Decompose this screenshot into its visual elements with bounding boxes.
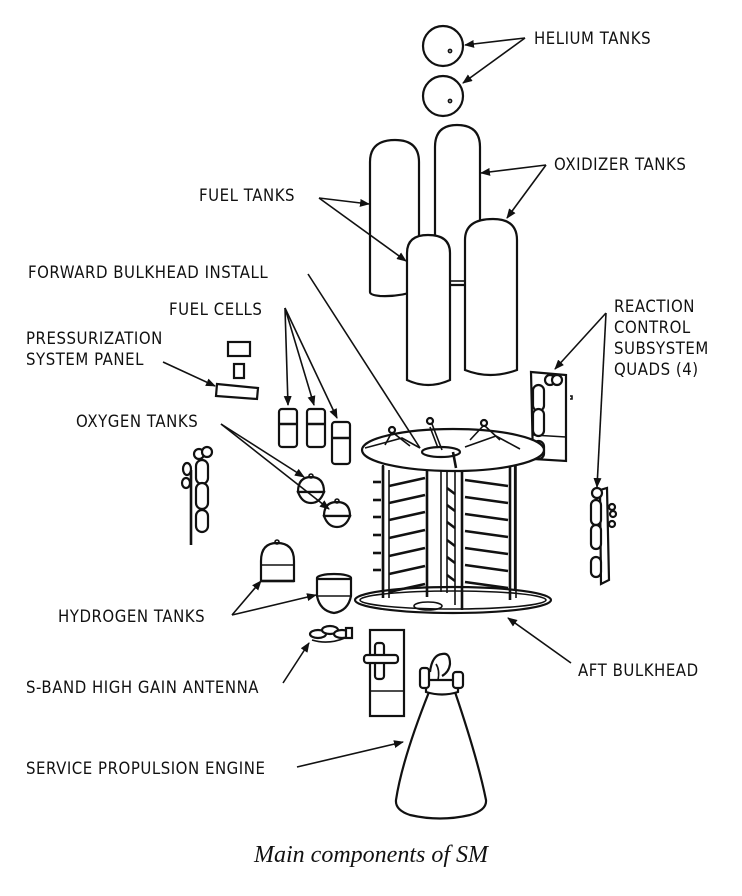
- fuel-cell-1: [277, 407, 299, 449]
- fuel-cell-2: [305, 407, 327, 449]
- rcs-quad-lower-right: [589, 486, 618, 586]
- hydrogen-tank-1: [259, 539, 296, 583]
- hydrogen-tank-2: [315, 572, 353, 615]
- label-helium-tanks: HELIUM TANKS: [534, 29, 652, 49]
- label-oxidizer-tanks: OXIDIZER TANKS: [554, 155, 687, 175]
- label-pressurization-panel: PRESSURIZATION SYSTEM PANEL: [26, 329, 163, 370]
- label-service-propulsion-engine: SERVICE PROPULSION ENGINE: [26, 759, 266, 779]
- rcs-quad-left: [180, 445, 214, 545]
- label-forward-bulkhead: FORWARD BULKHEAD INSTALL: [28, 263, 269, 283]
- oxidizer-tank-front: [463, 217, 519, 377]
- fuel-cell-3: [330, 420, 352, 466]
- label-fuel-tanks: FUEL TANKS: [199, 186, 296, 206]
- oxygen-tank-2: [322, 498, 352, 529]
- s-band-antenna: [308, 624, 354, 643]
- figure-caption: Main components of SM: [254, 842, 488, 868]
- leader-lines: [162, 37, 607, 768]
- oxygen-tank-1: [296, 473, 326, 505]
- label-fuel-cells: FUEL CELLS: [169, 300, 263, 320]
- equipment-panel: [362, 628, 406, 718]
- sm-structure: [353, 416, 553, 615]
- helium-tank-upper: [421, 24, 465, 68]
- pressurization-panel-parts: [214, 340, 260, 401]
- label-reaction-control: REACTION CONTROL SUBSYSTEM QUADS (4): [614, 297, 709, 380]
- label-s-band-antenna: S-BAND HIGH GAIN ANTENNA: [26, 678, 260, 698]
- label-oxygen-tanks: OXYGEN TANKS: [76, 412, 199, 432]
- fuel-tank-front: [405, 233, 452, 387]
- helium-tank-lower: [421, 74, 465, 118]
- service-propulsion-engine: [394, 652, 488, 820]
- label-aft-bulkhead: AFT BULKHEAD: [578, 661, 699, 681]
- label-hydrogen-tanks: HYDROGEN TANKS: [58, 607, 206, 627]
